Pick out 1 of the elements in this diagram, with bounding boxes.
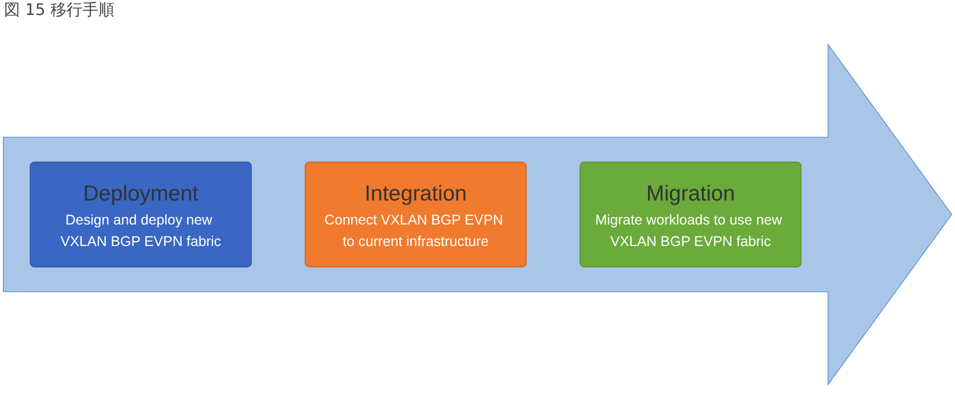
figure-title: 図 15 移行手順 [4, 0, 115, 21]
